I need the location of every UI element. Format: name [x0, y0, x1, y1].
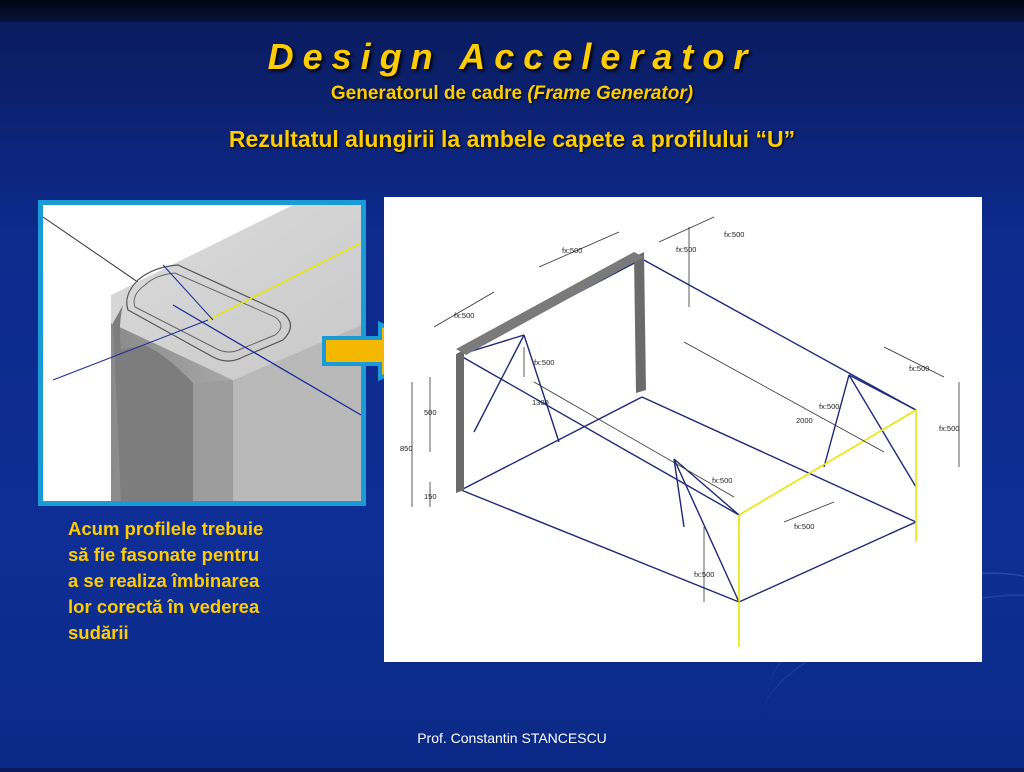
dim-label: fx:500 [794, 522, 814, 531]
dim-label: 1300 [532, 398, 549, 407]
dim-label: fx:500 [712, 476, 732, 485]
dim-label: 150 [424, 492, 437, 501]
top-band [0, 0, 1024, 22]
dim-label: fx:500 [724, 230, 744, 239]
slide-subtitle: Generatorul de cadre (Frame Generator) [0, 83, 1024, 105]
caption-line: a se realiza îmbinarea [68, 570, 260, 591]
dim-label: fx:500 [939, 424, 959, 433]
frame-drawing: fx:500 fx:500 fx:500 fx:500 fx:500 fx:50… [384, 197, 982, 662]
dim-label: fx:500 [562, 246, 582, 255]
dim-label: fx:500 [676, 245, 696, 254]
slide-heading: Rezultatul alungirii la ambele capete a … [228, 126, 796, 152]
subtitle-italic: (Frame Generator) [527, 83, 694, 104]
dim-label: 850 [400, 444, 413, 453]
caption-line: sudării [68, 622, 129, 643]
dim-label: fx:500 [819, 402, 839, 411]
slide-title: Design Accelerator [267, 36, 757, 77]
caption-text: Acum profilele trebuie să fie fasonate p… [68, 516, 338, 646]
caption-line: să fie fasonate pentru [68, 544, 260, 565]
dim-label: fx:500 [694, 570, 714, 579]
footer-author: Prof. Constantin STANCESCU [417, 730, 607, 746]
dim-label: fx:500 [909, 364, 929, 373]
subtitle-main: Generatorul de cadre [330, 83, 528, 104]
dim-label: 2000 [796, 416, 813, 425]
dim-label: fx:500 [454, 311, 474, 320]
frame-drawing-svg: fx:500 fx:500 fx:500 fx:500 fx:500 fx:50… [400, 216, 959, 647]
caption-line: lor corectă în vederea [68, 596, 260, 617]
profile-end-detail-image [43, 205, 361, 501]
detail-image-frame [38, 200, 366, 506]
dim-label: 500 [424, 408, 437, 417]
dim-label: fx:500 [534, 358, 554, 367]
caption-line: Acum profilele trebuie [68, 518, 264, 539]
